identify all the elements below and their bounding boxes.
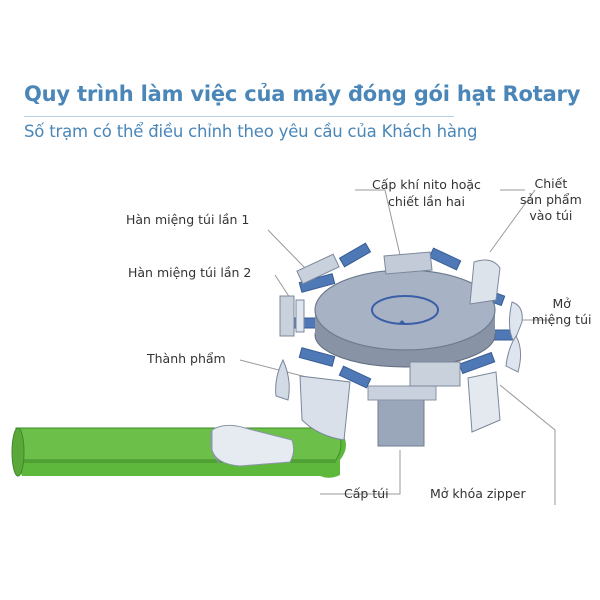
seal-station-2 — [279, 295, 305, 337]
label-nitrogen: Cấp khí nito hoặc chiết lần hai — [372, 176, 481, 210]
page-subtitle: Số trạm có thể điều chỉnh theo yêu cầu c… — [24, 122, 478, 141]
label-fill: Chiết sản phẩm vào túi — [520, 176, 582, 224]
finished-bag — [275, 358, 351, 441]
conveyor-belt — [11, 427, 346, 478]
page-title: Quy trình làm việc của máy đóng gói hạt … — [24, 82, 581, 106]
label-seal-2: Hàn miệng túi lần 2 — [128, 265, 252, 280]
leader-seal2 — [274, 274, 291, 299]
leader-lines — [239, 189, 556, 505]
fill-station — [469, 259, 501, 305]
label-nitrogen-line1: Cấp khí nito hoặc — [372, 177, 481, 192]
label-seal-1: Hàn miệng túi lần 1 — [126, 212, 250, 227]
open-bag-station — [505, 301, 523, 373]
label-open-line1: Mở — [552, 296, 571, 311]
leader-bagfeed — [320, 450, 401, 495]
nitrogen-station — [383, 251, 433, 275]
label-fill-line2: sản phẩm — [520, 192, 582, 207]
radial-arms — [291, 242, 517, 389]
label-bag-feed: Cấp túi — [344, 486, 389, 501]
zipper-station — [409, 361, 501, 433]
leader-seal1 — [267, 229, 306, 269]
label-fill-line1: Chiết — [534, 176, 568, 191]
label-open-line2: miệng túi — [532, 312, 592, 327]
rotary-carousel — [314, 269, 496, 368]
leader-nitrogen — [355, 189, 401, 256]
label-open-bag: Mở miệng túi — [532, 296, 591, 328]
label-fill-line3: vào túi — [529, 208, 573, 223]
bag-feed-stand — [367, 385, 437, 447]
title-divider — [24, 116, 454, 117]
label-finished: Thành phẩm — [147, 351, 226, 366]
seal-station-1 — [296, 253, 340, 285]
label-nitrogen-line2: chiết lần hai — [388, 194, 465, 209]
label-zipper: Mở khóa zipper — [430, 486, 526, 501]
leader-fill — [489, 189, 536, 253]
finished-bag-on-conveyor — [209, 424, 295, 467]
leader-zipper — [499, 384, 556, 505]
